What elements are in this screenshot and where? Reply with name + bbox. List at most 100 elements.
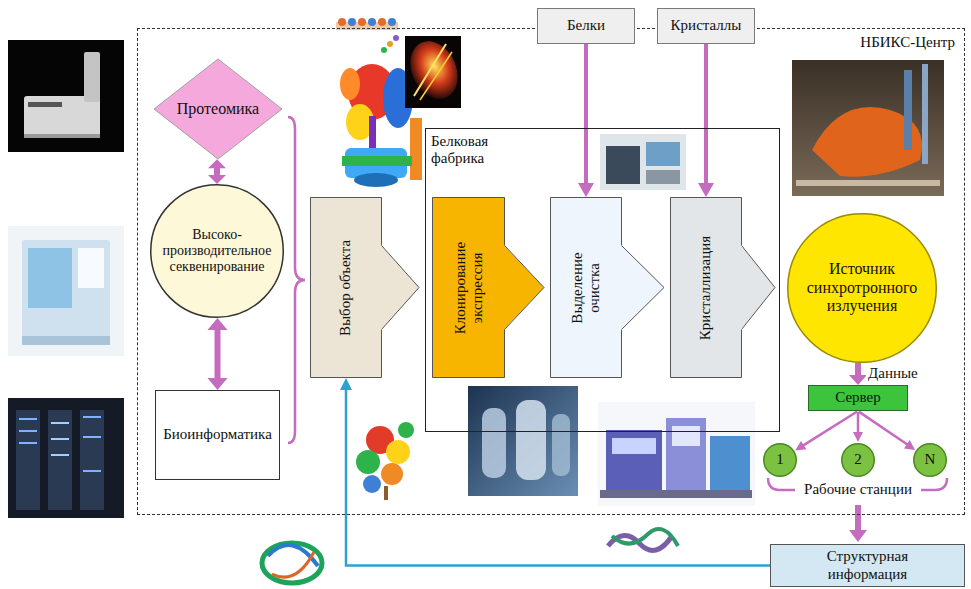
bioreactor-photo-part bbox=[468, 386, 578, 496]
block-arrow-head bbox=[741, 246, 775, 330]
connector-line bbox=[214, 167, 220, 176]
sequencer-photo-part bbox=[28, 248, 72, 308]
connector bbox=[340, 378, 770, 566]
molecule-ribbon-illustration-part bbox=[612, 529, 678, 546]
server-room-photo-part bbox=[16, 410, 40, 510]
block-arrow-head bbox=[504, 246, 544, 330]
step-arrow: Выбор объекта bbox=[310, 197, 382, 378]
connector-line bbox=[704, 44, 708, 184]
connector bbox=[849, 363, 867, 385]
protein-structure-illustration bbox=[356, 422, 414, 500]
connector bbox=[859, 412, 915, 450]
server-room-photo-part bbox=[19, 430, 37, 432]
node-text: 2 bbox=[854, 451, 862, 468]
sequencer-photo bbox=[8, 226, 124, 356]
protein-structure-illustration-part bbox=[381, 463, 403, 485]
arrow-head bbox=[698, 183, 714, 197]
synchrotron-photo-part bbox=[904, 70, 912, 150]
arrow-box-fill bbox=[432, 197, 505, 378]
group-brace bbox=[288, 117, 305, 443]
connector bbox=[795, 412, 857, 451]
server-room-photo bbox=[8, 398, 124, 518]
workstation-brace-part bbox=[768, 478, 795, 490]
mass-spectrometer-photo-part bbox=[24, 96, 100, 138]
step-arrow: Выделение очистка bbox=[550, 197, 622, 378]
circle-outline bbox=[842, 444, 875, 477]
atp-synthase-illustration-part bbox=[342, 156, 412, 166]
arrow-box-outline bbox=[671, 198, 742, 378]
block-arrow-outline bbox=[505, 246, 545, 330]
node-text: Высоко- производительное секвенирование bbox=[157, 227, 277, 275]
connector bbox=[698, 44, 714, 197]
brace-output-arrow-part bbox=[855, 505, 861, 531]
protein-structure-illustration-part bbox=[363, 475, 381, 493]
mass-spectrometer-photo-part bbox=[24, 134, 100, 138]
bioreactor-photo-part bbox=[516, 400, 546, 480]
bioreactor-photo-part bbox=[552, 414, 570, 476]
connector bbox=[208, 159, 226, 184]
server-room-photo-part bbox=[19, 418, 37, 420]
input-box: Кристаллы bbox=[657, 8, 755, 44]
arrow-head bbox=[208, 378, 228, 390]
lab-equipment-photo-part bbox=[646, 142, 680, 166]
crystallization-robot-photo-part bbox=[710, 436, 750, 490]
server-room-photo-part bbox=[19, 442, 37, 444]
protein-ribbon-illustration bbox=[262, 543, 322, 583]
connector-line bbox=[803, 412, 857, 446]
step-arrow: Кристаллизация bbox=[670, 197, 742, 378]
connector-line bbox=[855, 363, 861, 376]
connector-line bbox=[584, 44, 588, 184]
crystallization-robot-photo bbox=[598, 402, 755, 506]
arrow-head bbox=[849, 375, 867, 385]
brace-output-arrow-part bbox=[849, 530, 867, 542]
workstation-circle: 1 bbox=[763, 443, 797, 477]
connector-line bbox=[859, 412, 908, 445]
group-heading: Белковая фабрика bbox=[431, 133, 523, 168]
node-text: Источник синхротронного излучения bbox=[800, 260, 924, 315]
crystallization-robot-photo-part bbox=[672, 426, 700, 446]
atp-synthase-illustration-part bbox=[410, 118, 422, 180]
crystallization-robot-photo-part bbox=[600, 490, 752, 498]
protein-structure-illustration-part bbox=[386, 440, 410, 464]
lab-equipment-photo bbox=[600, 134, 686, 190]
membrane-illustration-part bbox=[348, 18, 356, 26]
molecule-ribbon-illustration bbox=[608, 529, 678, 550]
block-arrow-outline bbox=[622, 246, 665, 330]
block-arrow-head bbox=[381, 246, 419, 330]
node-text: Выделение очистка bbox=[569, 238, 604, 338]
result-box: Структурная информация bbox=[770, 544, 965, 587]
region-title: НБИКС-Центр bbox=[860, 34, 955, 51]
circle-outline bbox=[914, 444, 947, 477]
mass-spectrometer-photo bbox=[8, 40, 124, 152]
decision-diamond: Протеомика bbox=[153, 58, 283, 160]
bracket-label: Рабочие станции bbox=[801, 481, 915, 498]
connector bbox=[853, 412, 863, 442]
node-text: Протеомика bbox=[177, 100, 259, 118]
arrow-head bbox=[208, 175, 226, 184]
protein-ribbon-illustration-part bbox=[272, 552, 314, 577]
arrow-box-outline bbox=[551, 198, 622, 378]
arrow-box-outline bbox=[433, 198, 505, 378]
workstation-brace-part bbox=[921, 478, 947, 490]
connector-line bbox=[346, 389, 770, 566]
membrane-illustration-part bbox=[378, 18, 386, 26]
sequencer-photo-part bbox=[22, 240, 110, 345]
arrow-head bbox=[578, 183, 594, 197]
synchrotron-photo-part bbox=[922, 64, 928, 164]
process-circle: Высоко- производительное секвенирование bbox=[150, 184, 284, 318]
node-text: 1 bbox=[776, 451, 784, 468]
arrow-head bbox=[853, 432, 863, 442]
arrow-box-fill bbox=[550, 197, 622, 378]
lab-equipment-photo-part bbox=[600, 134, 686, 190]
connector bbox=[381, 246, 419, 330]
block-arrow-head bbox=[621, 246, 664, 330]
workstation-circle: 2 bbox=[841, 443, 875, 477]
synchrotron-photo-part bbox=[792, 60, 944, 196]
mass-spectrometer-photo-part bbox=[28, 102, 62, 107]
group-brace-part bbox=[288, 117, 305, 443]
node-text: Биоинформатика bbox=[163, 426, 272, 443]
step-arrow: Клонирование экспрессия bbox=[432, 197, 505, 378]
diamond-outline bbox=[154, 59, 282, 159]
node-text: Белки bbox=[567, 17, 605, 34]
